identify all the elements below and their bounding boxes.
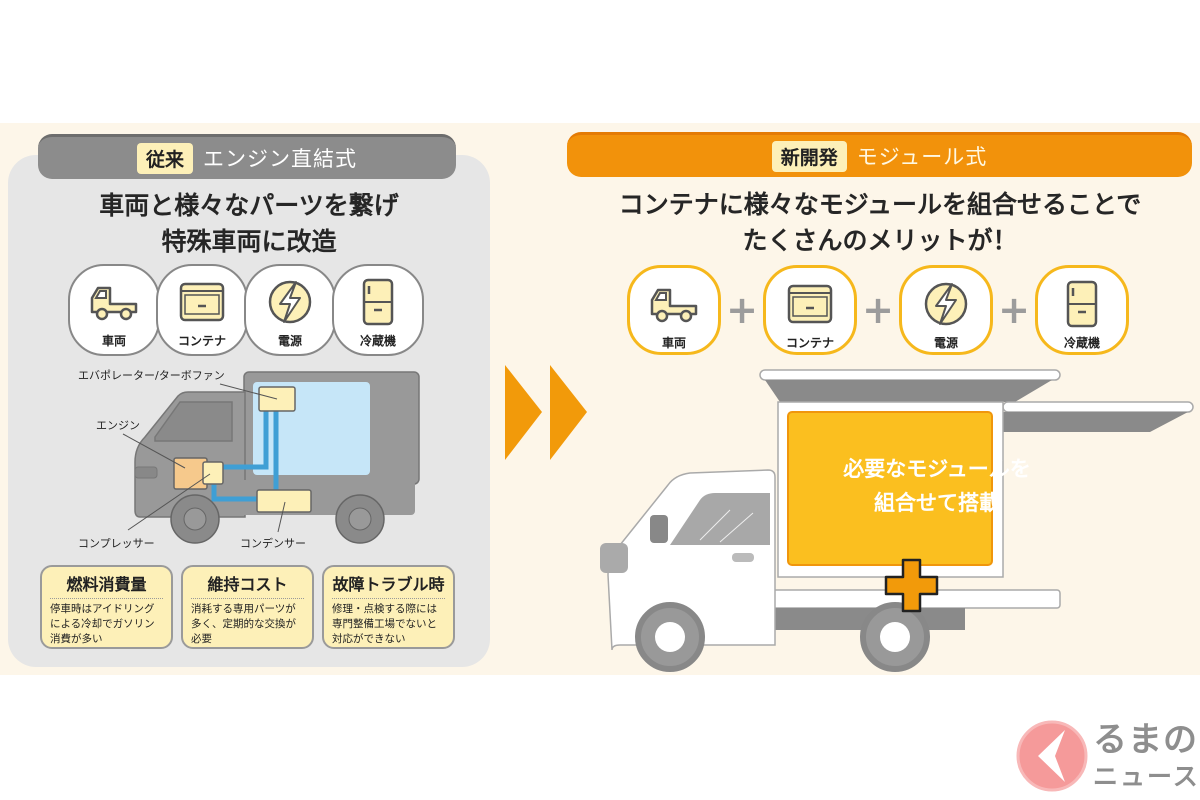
conventional-tag: 従来 [136,142,193,174]
headlight [600,543,628,573]
modular-icon-strip: 車両 + コンテナ + 電源 + 冷蔵機 [627,265,1129,355]
chevron-2 [550,365,587,460]
awning-side-shade [1003,412,1188,432]
issue-cards: 燃料消費量 停車時はアイドリングによる冷却でガソリン消費が多い 維持コスト 消耗… [40,565,455,649]
modular-tag: 新開発 [771,140,847,172]
modular-title-line1: コンテナに様々なモジュールを組合せることで [618,190,1142,219]
awning-side [1002,401,1194,413]
truck-icon [650,288,698,323]
icon-card-vehicle: 車両 [627,265,721,355]
coolant-pipes [211,410,279,502]
issue-card-breakdown: 故障トラブル時 修理・点検する際には専門整備工場でないと対応ができない [322,565,455,649]
icon-card-power: 電源 [899,265,993,355]
conventional-header: 従来 エンジン直結式 [38,134,456,179]
engine-box [173,457,208,490]
logo-text-line2: ニュース [1093,762,1200,791]
modular-title-line2: たくさんのメリットが！ [742,226,1018,255]
module-panel [787,411,993,566]
issue-card-maintenance: 維持コスト 消耗する専用パーツが多く、定期的な交換が必要 [181,565,314,649]
modular-truck-illustration [600,369,1194,672]
plus-icon: + [998,288,1030,332]
label-engine: エンジン [96,419,140,432]
label-evaporator: エバポレーター/ターボファン [78,369,225,382]
modular-header: 新開発 モジュール式 [567,132,1192,177]
icon-card-refrigerator: 冷蔵機 [1035,265,1129,355]
lightning-icon [924,282,968,326]
kurumanonews-logo-icon [1016,720,1088,792]
double-chevron-right-icon [505,365,587,460]
icon-card-refrigerator: 冷蔵機 [332,264,424,356]
modular-header-text: モジュール式 [856,145,988,169]
icon-card-vehicle: 車両 [68,264,160,356]
truck-icon [90,286,138,321]
plus-icon: + [726,288,758,332]
compressor-box [202,461,224,485]
condenser-box [256,489,312,513]
issue-card-fuel: 燃料消費量 停車時はアイドリングによる冷却でガソリン消費が多い [40,565,173,649]
chevron-1 [505,365,542,460]
awning-top [759,369,1061,381]
conventional-icon-strip: 車両 コンテナ 電源 冷蔵機 [68,264,424,356]
conventional-truck-diagram [122,371,420,544]
logo-text-line1: るまの [1093,720,1198,760]
awning-top-shade [765,380,1052,402]
label-compressor: コンプレッサー [78,537,155,550]
container-icon [787,284,833,324]
wheels [170,494,385,544]
door-handle [732,553,754,562]
conventional-header-text: エンジン直結式 [203,147,357,171]
module-caption: 必要なモジュールを 組合せて搭載 [843,457,1031,515]
leader-lines [122,383,286,533]
side-mirror [650,515,668,543]
plus-icon: + [862,288,894,332]
label-condenser: コンデンサー [240,537,306,550]
cab-window [670,493,770,545]
refrigerator-icon [1066,280,1098,328]
modular-title: コンテナに様々なモジュールを組合せることで たくさんのメリットが！ [560,187,1200,259]
icon-card-power: 電源 [244,264,336,356]
lightning-icon [268,280,312,324]
refrigerator-icon [362,278,394,326]
icon-card-container: コンテナ [763,265,857,355]
container-icon [179,282,225,322]
conventional-title-line2: 特殊車両に改造 [161,227,337,256]
conventional-title: 車両と様々なパーツを繋げ 特殊車両に改造 [8,188,490,260]
module-plus-icon [884,558,939,613]
icon-card-container: コンテナ [156,264,248,356]
conventional-title-line1: 車両と様々なパーツを繋げ [99,191,399,220]
